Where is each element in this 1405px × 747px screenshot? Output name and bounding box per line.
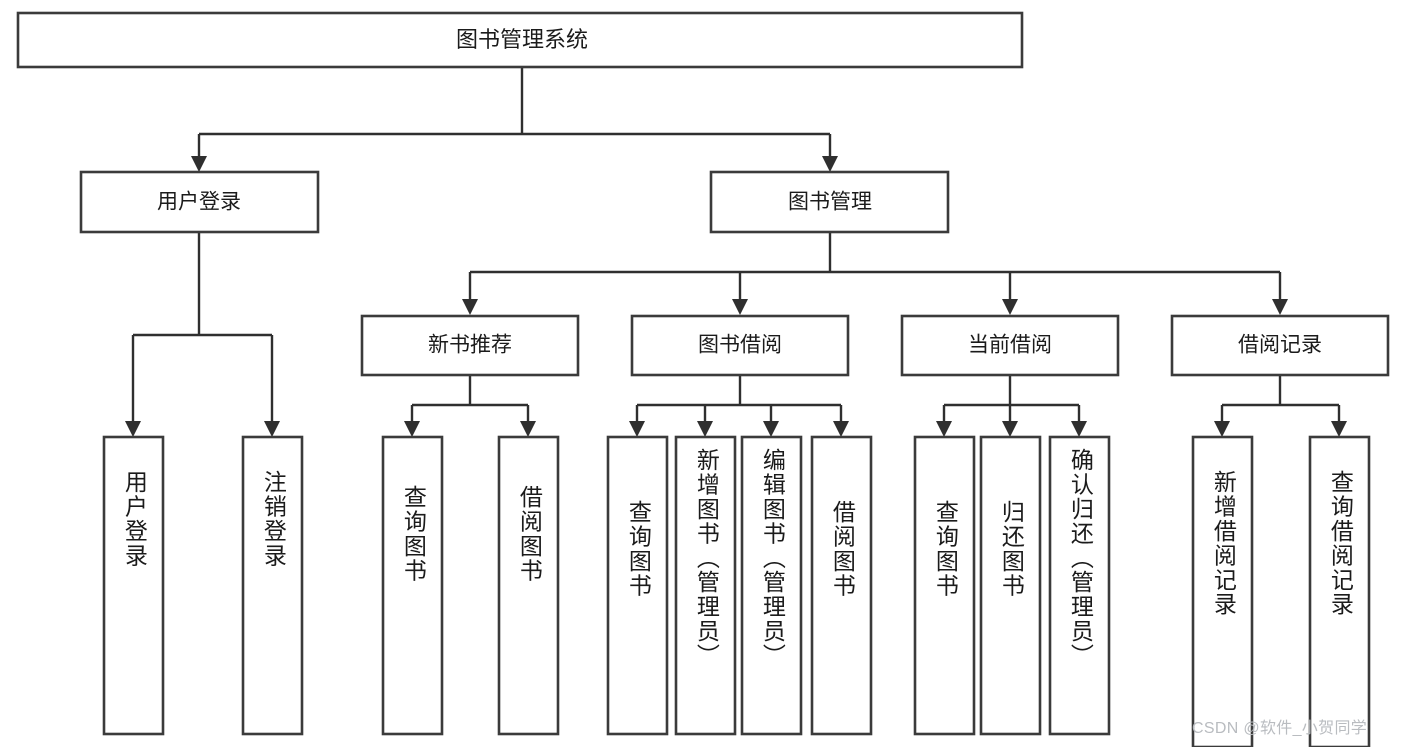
node-new-book-recommend[interactable]: 新书推荐: [360, 314, 580, 377]
arrow-book-borrow-leaf-4: [833, 421, 849, 437]
leaf-boxes-current-borrow: [913, 435, 1111, 736]
node-book-borrow-label: 图书借阅: [698, 334, 782, 357]
arrow-user-login-leaf-2: [264, 421, 280, 437]
connector-group-new-book: [404, 375, 536, 437]
arrow-book-borrow-leaf-1: [629, 421, 645, 437]
csdn-watermark: CSDN @软件_小贺同学: [1192, 720, 1368, 737]
leaf-box-borrow-record-2[interactable]: [1308, 435, 1371, 747]
node-root[interactable]: 图书管理系统: [16, 11, 1024, 69]
leaf-box-new-book-1[interactable]: [381, 435, 444, 736]
connector-group-current-borrow: [936, 375, 1087, 437]
leaf-box-book-borrow-1[interactable]: [606, 435, 669, 736]
arrow-new-book-leaf-2: [520, 421, 536, 437]
arrow-current-borrow-leaf-1: [936, 421, 952, 437]
node-user-login[interactable]: 用户登录: [79, 170, 320, 234]
leaf-boxes-user-login: [102, 435, 304, 736]
arrow-root-to-book-mgmt: [822, 156, 838, 172]
node-new-book-recommend-box[interactable]: [360, 314, 580, 377]
connector-group-root: [191, 67, 838, 172]
leaf-boxes-book-borrow: [606, 435, 873, 736]
leaf-boxes-borrow-record: [1191, 435, 1371, 747]
arrow-current-borrow-leaf-2: [1002, 421, 1018, 437]
node-new-book-recommend-label: 新书推荐: [428, 334, 512, 357]
arrow-book-borrow-leaf-2: [697, 421, 713, 437]
node-current-borrow-box[interactable]: [900, 314, 1120, 377]
node-root-label: 图书管理系统: [456, 27, 588, 52]
node-book-management[interactable]: 图书管理: [709, 170, 950, 234]
node-current-borrow[interactable]: 当前借阅: [900, 314, 1120, 377]
node-book-management-label: 图书管理: [788, 191, 872, 214]
arrow-book-mgmt-child-1: [462, 299, 478, 315]
connector-group-book-borrow: [629, 375, 849, 437]
arrow-borrow-record-leaf-2: [1331, 421, 1347, 437]
leaf-box-user-login-1[interactable]: [102, 435, 165, 736]
leaf-box-book-borrow-2[interactable]: [674, 435, 737, 736]
arrow-book-mgmt-child-2: [732, 299, 748, 315]
arrow-current-borrow-leaf-3: [1071, 421, 1087, 437]
node-book-borrow[interactable]: 图书借阅: [630, 314, 850, 377]
node-borrow-record-box[interactable]: [1170, 314, 1390, 377]
leaf-box-current-borrow-1[interactable]: [913, 435, 976, 736]
leaf-box-user-login-2[interactable]: [241, 435, 304, 736]
leaf-box-new-book-2[interactable]: [497, 435, 560, 736]
arrow-user-login-leaf-1: [125, 421, 141, 437]
node-current-borrow-label: 当前借阅: [968, 334, 1052, 357]
leaf-boxes-new-book-recommend: [381, 435, 560, 736]
node-root-box[interactable]: [16, 11, 1024, 69]
leaf-box-book-borrow-4[interactable]: [810, 435, 873, 736]
node-book-management-box[interactable]: [709, 170, 950, 234]
leaf-box-book-borrow-3[interactable]: [740, 435, 803, 736]
arrow-root-to-user-login: [191, 156, 207, 172]
leaf-box-current-borrow-3[interactable]: [1048, 435, 1111, 736]
node-borrow-record[interactable]: 借阅记录: [1170, 314, 1390, 377]
node-borrow-record-label: 借阅记录: [1238, 334, 1322, 357]
connector-group-book-mgmt: [462, 232, 1288, 315]
node-user-login-label: 用户登录: [157, 191, 241, 214]
leaf-box-borrow-record-1[interactable]: [1191, 435, 1254, 747]
arrow-book-borrow-leaf-3: [763, 421, 779, 437]
node-user-login-box[interactable]: [79, 170, 320, 234]
arrow-new-book-leaf-1: [404, 421, 420, 437]
arrow-book-mgmt-child-3: [1002, 299, 1018, 315]
node-book-borrow-box[interactable]: [630, 314, 850, 377]
connector-group-user-login: [125, 232, 280, 437]
arrow-book-mgmt-child-4: [1272, 299, 1288, 315]
connector-group-borrow-record: [1214, 375, 1347, 437]
arrow-borrow-record-leaf-1: [1214, 421, 1230, 437]
leaf-box-current-borrow-2[interactable]: [979, 435, 1042, 736]
